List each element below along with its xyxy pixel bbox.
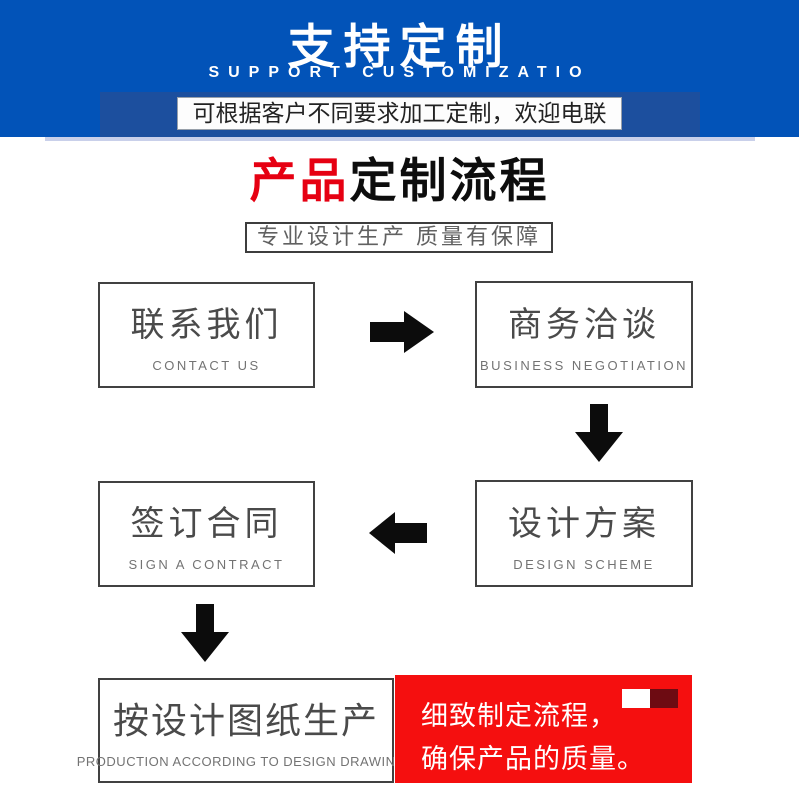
flow-step-en-label: DESIGN SCHEME xyxy=(513,556,655,572)
arrow-left-icon xyxy=(369,512,427,554)
flow-step-zh-label: 按设计图纸生产 xyxy=(112,700,379,741)
quality-callout-line1: 细致制定流程， xyxy=(421,701,617,731)
flow-step-en-label: BUSINESS NEGOTIATION xyxy=(480,357,688,373)
flow-step-zh-label: 签订合同 xyxy=(130,505,283,543)
flow-step-sign-contract: 签订合同 SIGN A CONTRACT xyxy=(98,481,315,587)
page-title-black: 定制流程 xyxy=(349,154,550,207)
arrow-down-icon xyxy=(181,604,229,662)
page-title: 产品定制流程 xyxy=(0,155,799,207)
banner-note: 可根据客户不同要求加工定制，欢迎电联 xyxy=(177,97,622,130)
arrow-right-icon xyxy=(370,311,434,353)
flow-step-production: 按设计图纸生产 PRODUCTION ACCORDING TO DESIGN D… xyxy=(77,678,415,783)
tagline: 专业设计生产 质量有保障 xyxy=(245,222,553,253)
quality-callout: 细致制定流程， 确保产品的质量。 xyxy=(395,675,692,783)
flow-step-business-negotiation: 商务洽谈 BUSINESS NEGOTIATION xyxy=(475,281,693,388)
decor-square-maroon xyxy=(650,689,678,708)
flow-step-zh-label: 联系我们 xyxy=(130,306,283,344)
flow-step-en-label: PRODUCTION ACCORDING TO DESIGN DRAWINGS xyxy=(76,754,416,769)
page-title-red: 产品 xyxy=(249,154,350,207)
banner-title: 支持定制 xyxy=(287,20,512,73)
flow-step-contact-us: 联系我们 CONTACT US xyxy=(98,282,315,388)
flow-step-en-label: SIGN A CONTRACT xyxy=(128,557,285,572)
quality-callout-text: 细致制定流程， 确保产品的质量。 xyxy=(421,695,645,781)
quality-callout-line2: 确保产品的质量。 xyxy=(421,744,645,774)
flow-step-design-scheme: 设计方案 DESIGN SCHEME xyxy=(475,480,693,587)
flow-step-en-label: CONTACT US xyxy=(152,358,261,373)
flow-step-zh-label: 设计方案 xyxy=(508,504,660,543)
banner: 支持定制 SUPPORT CUSTOMIZATIO 可根据客户不同要求加工定制，… xyxy=(0,0,799,137)
banner-subtitle: SUPPORT CUSTOMIZATIO xyxy=(208,64,591,81)
arrow-down-icon xyxy=(575,404,623,462)
flow-step-zh-label: 商务洽谈 xyxy=(508,305,660,344)
banner-edge-strip xyxy=(45,137,755,141)
decor-square-white xyxy=(622,689,650,708)
